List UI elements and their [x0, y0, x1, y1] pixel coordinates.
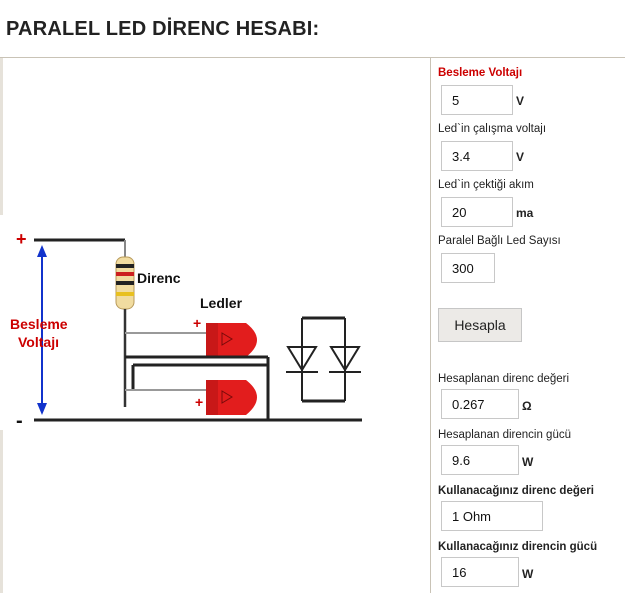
supply-label-line2: Voltajı [18, 334, 59, 350]
diode-symbol-icon [286, 316, 361, 403]
used-resistance-label: Kullanacağınız direnc değeri [438, 485, 594, 497]
calc-power-output[interactable] [441, 445, 519, 475]
led-current-input[interactable] [441, 197, 513, 227]
resistor-label: Direnc [137, 270, 181, 286]
calc-power-unit: W [522, 455, 534, 469]
led-current-label: Led`in çektiği akım [438, 179, 534, 191]
led-current-unit: ma [516, 206, 534, 220]
voltage-arrow-icon [37, 245, 47, 415]
led-voltage-unit: V [516, 150, 525, 164]
led1-plus-label: + [193, 315, 201, 331]
leds-label: Ledler [200, 295, 243, 311]
circuit-diagram: + - Besleme Voltajı Direnc Ledler + + [0, 215, 370, 430]
led-count-label: Paralel Bağlı Led Sayısı [438, 235, 561, 247]
calc-resistance-label: Hesaplanan direnc değeri [438, 373, 570, 385]
resistor-icon [115, 256, 135, 310]
used-resistance-output[interactable] [441, 501, 543, 531]
led-icon [206, 380, 257, 415]
led-voltage-input[interactable] [441, 141, 513, 171]
supply-voltage-unit: V [516, 94, 525, 108]
column-divider [430, 58, 431, 593]
led-count-input[interactable] [441, 253, 495, 283]
used-power-label: Kullanacağınız direncin gücü [438, 541, 598, 553]
led2-plus-label: + [195, 394, 203, 410]
header-divider [0, 57, 625, 58]
supply-voltage-label: Besleme Voltajı [438, 67, 523, 79]
plus-label-top: + [16, 229, 27, 249]
led-icon [206, 323, 257, 357]
page-title: PARALEL LED DİRENC HESABI: [6, 18, 320, 40]
calc-power-label: Hesaplanan direncin gücü [438, 429, 571, 441]
minus-label-bottom: - [16, 410, 23, 430]
led-voltage-label: Led`in çalışma voltajı [438, 123, 547, 135]
calc-resistance-unit: Ω [522, 399, 532, 413]
used-power-output[interactable] [441, 557, 519, 587]
calculate-button[interactable]: Hesapla [438, 308, 522, 342]
used-power-unit: W [522, 567, 534, 581]
supply-voltage-input[interactable] [441, 85, 513, 115]
calc-resistance-output[interactable] [441, 389, 519, 419]
supply-label-line1: Besleme [10, 316, 68, 332]
